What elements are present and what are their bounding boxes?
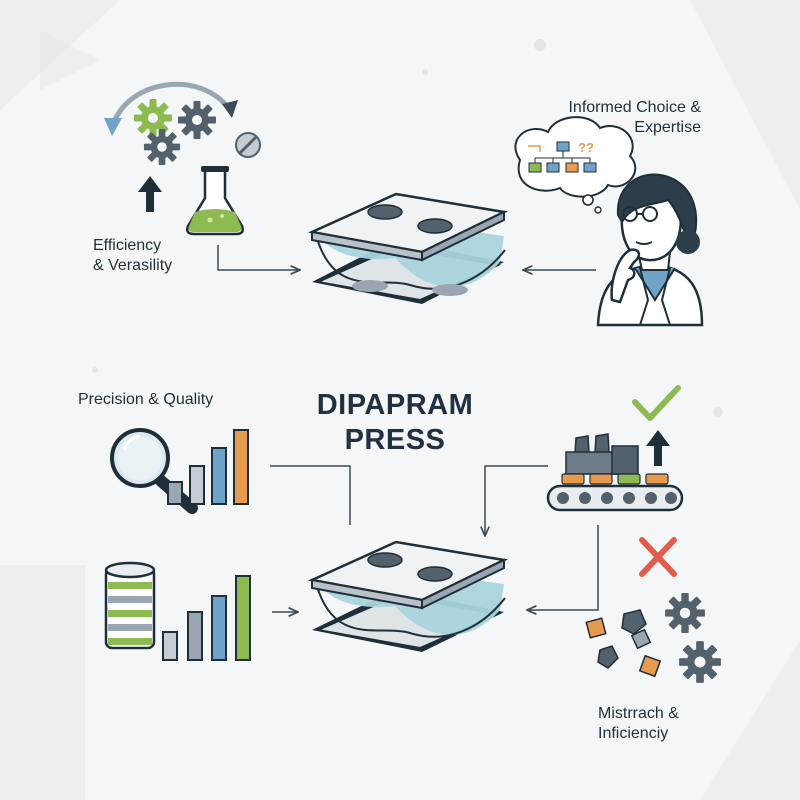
- database-icon: [104, 561, 156, 650]
- efficiency-icon-group: [104, 81, 261, 236]
- label-precision: Precision & Quality: [78, 390, 213, 410]
- label-informed-line2: Expertise: [634, 119, 701, 136]
- cycle-arrow-head-right: [222, 100, 238, 118]
- factory-icon: [565, 433, 639, 475]
- cycle-arrow-head-left: [104, 118, 122, 136]
- arrow-scatter-to-press: [527, 525, 599, 610]
- blocked-icon: [235, 132, 261, 158]
- gear-icon-broken-2: [679, 641, 721, 683]
- arrow-efficiency-to-press: [217, 245, 300, 270]
- cycle-arrow-icon: [109, 81, 233, 131]
- label-efficiency-line2: & Verasility: [93, 257, 173, 274]
- scientist-icon: [596, 173, 704, 327]
- magnifier-icon: [110, 428, 198, 514]
- check-icon: [632, 385, 681, 421]
- gear-icon-dark: [178, 101, 216, 139]
- cross-icon: [639, 537, 677, 577]
- label-informed-line1: Informed Choice &: [568, 99, 701, 116]
- label-mistrrach-line1: Mistrrach &: [598, 705, 679, 722]
- up-arrow-icon: [138, 176, 162, 212]
- title-line2: PRESS: [344, 424, 446, 457]
- press-icon-bottom: [307, 540, 509, 652]
- gear-icon-broken-1: [665, 593, 705, 633]
- flask-icon: [186, 166, 244, 236]
- title-line1: DIPAPRAM: [316, 389, 474, 421]
- flowchart-mini: [528, 141, 597, 173]
- thought-question-marks: ??: [578, 140, 594, 155]
- press-icon-top: [307, 192, 509, 304]
- connector-factory-to-press: [485, 465, 548, 536]
- label-mistrrach-line2: Inficienciy: [598, 725, 669, 742]
- bar-chart-icon-top: [167, 429, 249, 505]
- thought-bubble-icon: ??: [514, 116, 637, 214]
- label-efficiency: Efficiency & Verasility: [93, 236, 172, 276]
- scattered-parts-icon: [585, 593, 721, 683]
- connector-precision-to-press: [270, 465, 351, 525]
- conveyor-icon: [546, 473, 684, 512]
- gear-icon-green: [134, 99, 172, 137]
- label-mistrrach: Mistrrach & Inficienciy: [598, 704, 679, 744]
- factory-up-arrow-icon: [646, 430, 670, 466]
- gear-icon-gray: [143, 128, 181, 166]
- bar-chart-icon-bottom: [162, 575, 251, 661]
- label-informed: Informed Choice & Expertise: [553, 98, 701, 138]
- page-title: DIPAPRAM PRESS: [300, 388, 490, 459]
- label-efficiency-line1: Efficiency: [93, 237, 162, 254]
- label-precision-line1: Precision & Quality: [78, 391, 214, 408]
